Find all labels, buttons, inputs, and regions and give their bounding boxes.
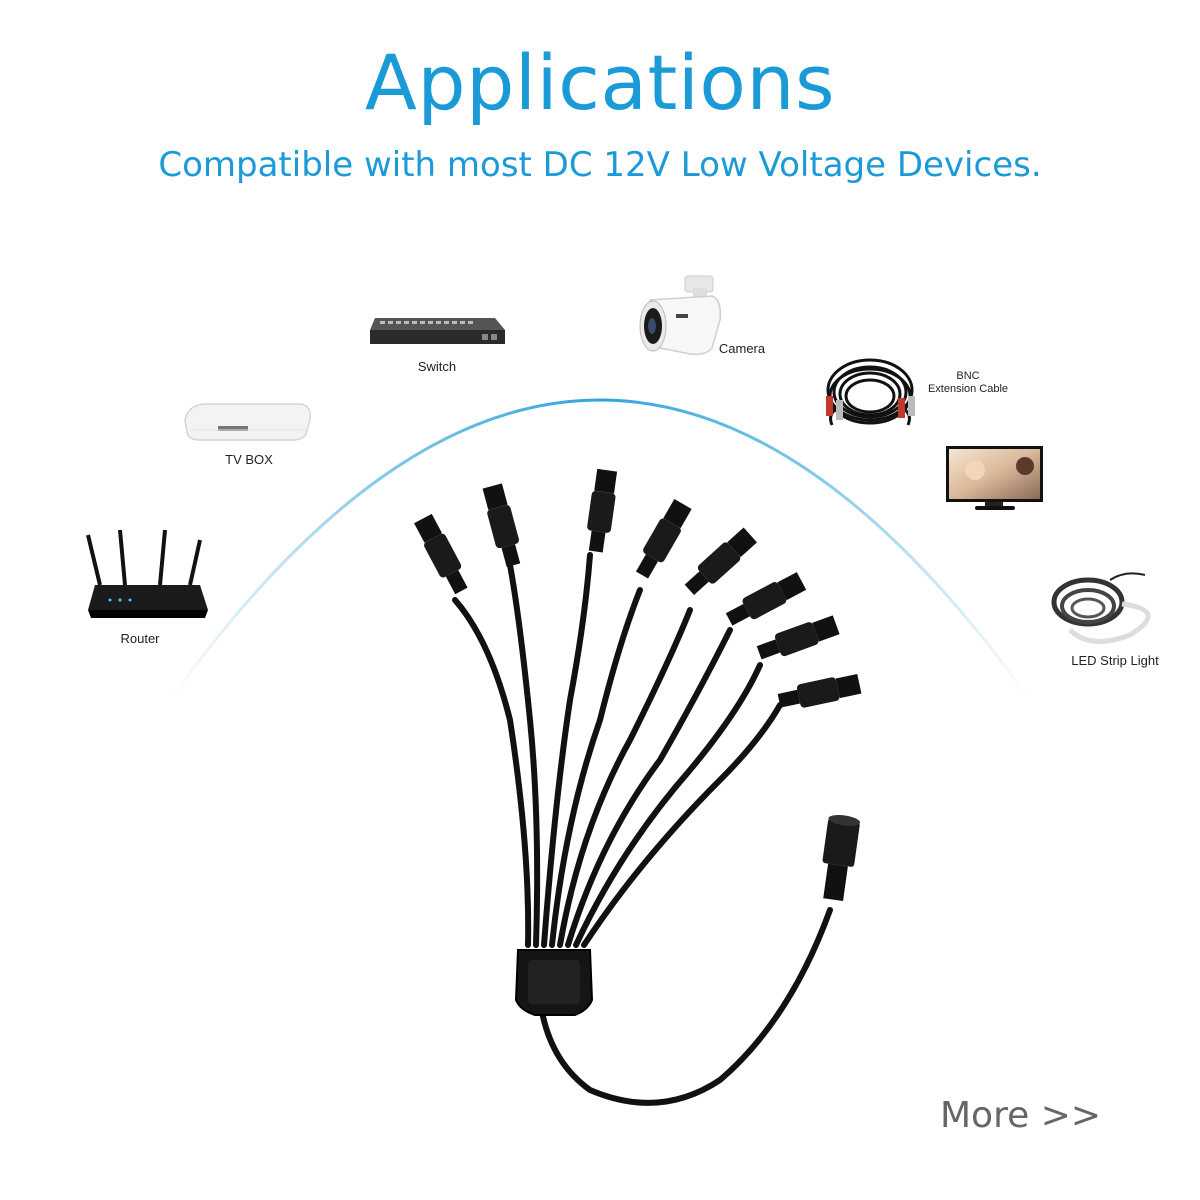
page-subtitle: Compatible with most DC 12V Low Voltage … <box>158 145 1042 185</box>
label-camera: Camera <box>718 341 766 356</box>
label-led-strip: LED Strip Light <box>1071 653 1159 668</box>
security-camera-icon <box>639 275 722 356</box>
dc-female-jack <box>822 815 861 902</box>
monitor-icon <box>946 446 1043 510</box>
splitter-cable <box>452 552 833 1106</box>
more-link[interactable]: More >> <box>940 1095 1102 1136</box>
label-tv-box: TV BOX <box>225 452 273 467</box>
dc-plugs <box>414 468 862 708</box>
label-bnc-line1: BNC <box>956 370 980 382</box>
splitter-hub <box>514 949 594 1016</box>
label-bnc-cable: BNC Extension Cable <box>918 370 1018 395</box>
page-title: Applications <box>364 38 836 127</box>
network-switch-icon <box>370 318 505 344</box>
bnc-connectors <box>826 396 915 420</box>
label-switch: Switch <box>417 359 457 374</box>
tv-box-icon <box>184 403 312 441</box>
led-strip-icon <box>1051 572 1151 644</box>
router-icon <box>86 529 208 618</box>
label-bnc-line2: Extension Cable <box>927 382 1009 395</box>
label-router: Router <box>120 631 160 646</box>
connection-arc <box>168 398 1032 701</box>
